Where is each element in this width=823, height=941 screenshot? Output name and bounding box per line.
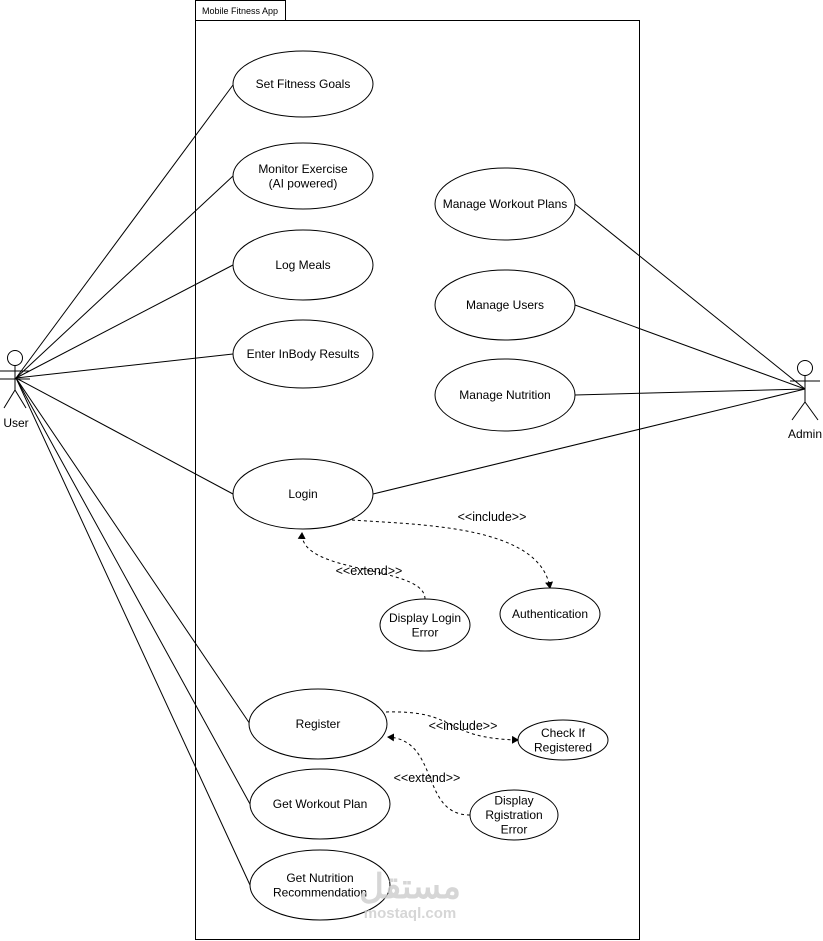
association-user-register — [15, 377, 251, 725]
watermark-latin: mostaql.com — [364, 905, 457, 922]
use-case-authentication[interactable]: Authentication — [499, 587, 601, 641]
use-case-label: Registered — [534, 740, 592, 754]
use-case-label: Enter InBody Results — [247, 347, 360, 361]
association-user-set-fitness-goals — [15, 84, 234, 379]
use-case-label: Monitor Exercise — [258, 162, 348, 176]
association-user-enter-inbody — [15, 353, 234, 379]
actor-user-label: User — [3, 416, 28, 430]
use-case-label: Get Workout Plan — [273, 797, 368, 811]
system-boundary-title: Mobile Fitness App — [202, 6, 278, 16]
use-case-label: Display Login — [389, 611, 461, 625]
use-case-label: Manage Workout Plans — [443, 197, 568, 211]
use-case-label: Register — [296, 717, 341, 731]
association-user-get-workout-plan — [15, 377, 251, 805]
use-case-label: Recommendation — [273, 885, 367, 899]
actor-admin-right-leg — [804, 401, 819, 421]
actor-user-right-leg — [14, 389, 27, 409]
use-case-monitor-exercise[interactable]: Monitor Exercise(AI powered) — [232, 142, 374, 210]
actor-user — [0, 350, 30, 409]
actor-admin-left-leg — [791, 401, 806, 421]
watermark-arabic: مستقل — [359, 868, 461, 906]
actor-admin-head — [797, 360, 813, 376]
use-case-ellipse[interactable] — [232, 50, 374, 118]
association-user-get-nutrition — [15, 377, 251, 886]
use-case-ellipse[interactable] — [469, 789, 559, 841]
use-case-ellipse[interactable] — [434, 358, 576, 432]
use-case-manage-workout-plans[interactable]: Manage Workout Plans — [434, 167, 576, 241]
use-case-ellipse[interactable] — [249, 849, 391, 921]
use-case-label: Log Meals — [275, 258, 330, 272]
system-boundary-tab — [195, 0, 286, 21]
actor-user-left-leg — [3, 389, 16, 409]
association-admin-login — [372, 388, 806, 495]
extend-label-register: <<extend>> — [394, 771, 461, 785]
extend-login-error-login — [297, 532, 426, 600]
use-case-ellipse[interactable] — [499, 587, 601, 641]
use-case-label: Manage Nutrition — [459, 388, 550, 402]
system-boundary-frame — [195, 20, 640, 940]
use-case-manage-nutrition[interactable]: Manage Nutrition — [434, 358, 576, 432]
admin-associations — [372, 203, 806, 495]
use-case-ellipse[interactable] — [232, 458, 374, 530]
use-case-label: Error — [501, 823, 528, 837]
use-case-ellipse[interactable] — [434, 269, 576, 341]
use-case-ellipse[interactable] — [434, 167, 576, 241]
association-admin-manage-nutrition — [574, 388, 806, 396]
use-case-enter-inbody-results[interactable]: Enter InBody Results — [232, 319, 374, 389]
include-register-check — [385, 711, 519, 744]
use-case-login[interactable]: Login — [232, 458, 374, 530]
use-case-label: Get Nutrition — [286, 871, 353, 885]
user-associations — [15, 84, 251, 886]
use-case-label: Manage Users — [466, 298, 544, 312]
extend-label-login: <<extend>> — [336, 564, 403, 578]
use-case-ellipse[interactable] — [248, 688, 388, 760]
actor-admin-label: Admin — [788, 427, 822, 441]
use-case-label: Authentication — [512, 607, 588, 621]
association-admin-manage-users — [574, 304, 806, 390]
include-login-authentication — [351, 519, 553, 589]
use-case-ellipse[interactable] — [232, 229, 374, 301]
use-case-set-fitness-goals[interactable]: Set Fitness Goals — [232, 50, 374, 118]
use-case-label: Login — [288, 487, 317, 501]
include-label-register: <<include>> — [429, 719, 498, 733]
use-case-label: Check If — [541, 726, 586, 740]
use-case-log-meals[interactable]: Log Meals — [232, 229, 374, 301]
watermark: مستقل mostaql.com — [359, 868, 461, 922]
association-user-login — [15, 377, 234, 495]
actor-admin — [790, 360, 820, 421]
use-case-ellipse[interactable] — [232, 319, 374, 389]
include-label-login: <<include>> — [458, 510, 527, 524]
association-user-log-meals — [15, 264, 234, 379]
use-case-manage-users[interactable]: Manage Users — [434, 269, 576, 341]
use-case-register[interactable]: Register — [248, 688, 388, 760]
association-user-monitor-exercise — [15, 175, 234, 379]
use-case-label: Rgistration — [485, 808, 542, 822]
system-boundary: Mobile Fitness App — [195, 0, 640, 940]
relationships — [297, 519, 553, 816]
use-case-ellipse[interactable] — [379, 598, 471, 652]
use-case-get-workout-plan[interactable]: Get Workout Plan — [249, 768, 391, 840]
use-case-ellipse[interactable] — [517, 719, 609, 761]
use-case-label: (AI powered) — [269, 176, 338, 190]
use-case-ellipse[interactable] — [232, 142, 374, 210]
association-admin-manage-workout-plans — [574, 203, 806, 390]
actor-user-head — [7, 350, 23, 366]
use-case-ellipse[interactable] — [249, 768, 391, 840]
use-case-label: Display — [494, 794, 533, 808]
use-case-label: Error — [412, 625, 439, 639]
use-case-label: Set Fitness Goals — [256, 77, 351, 91]
